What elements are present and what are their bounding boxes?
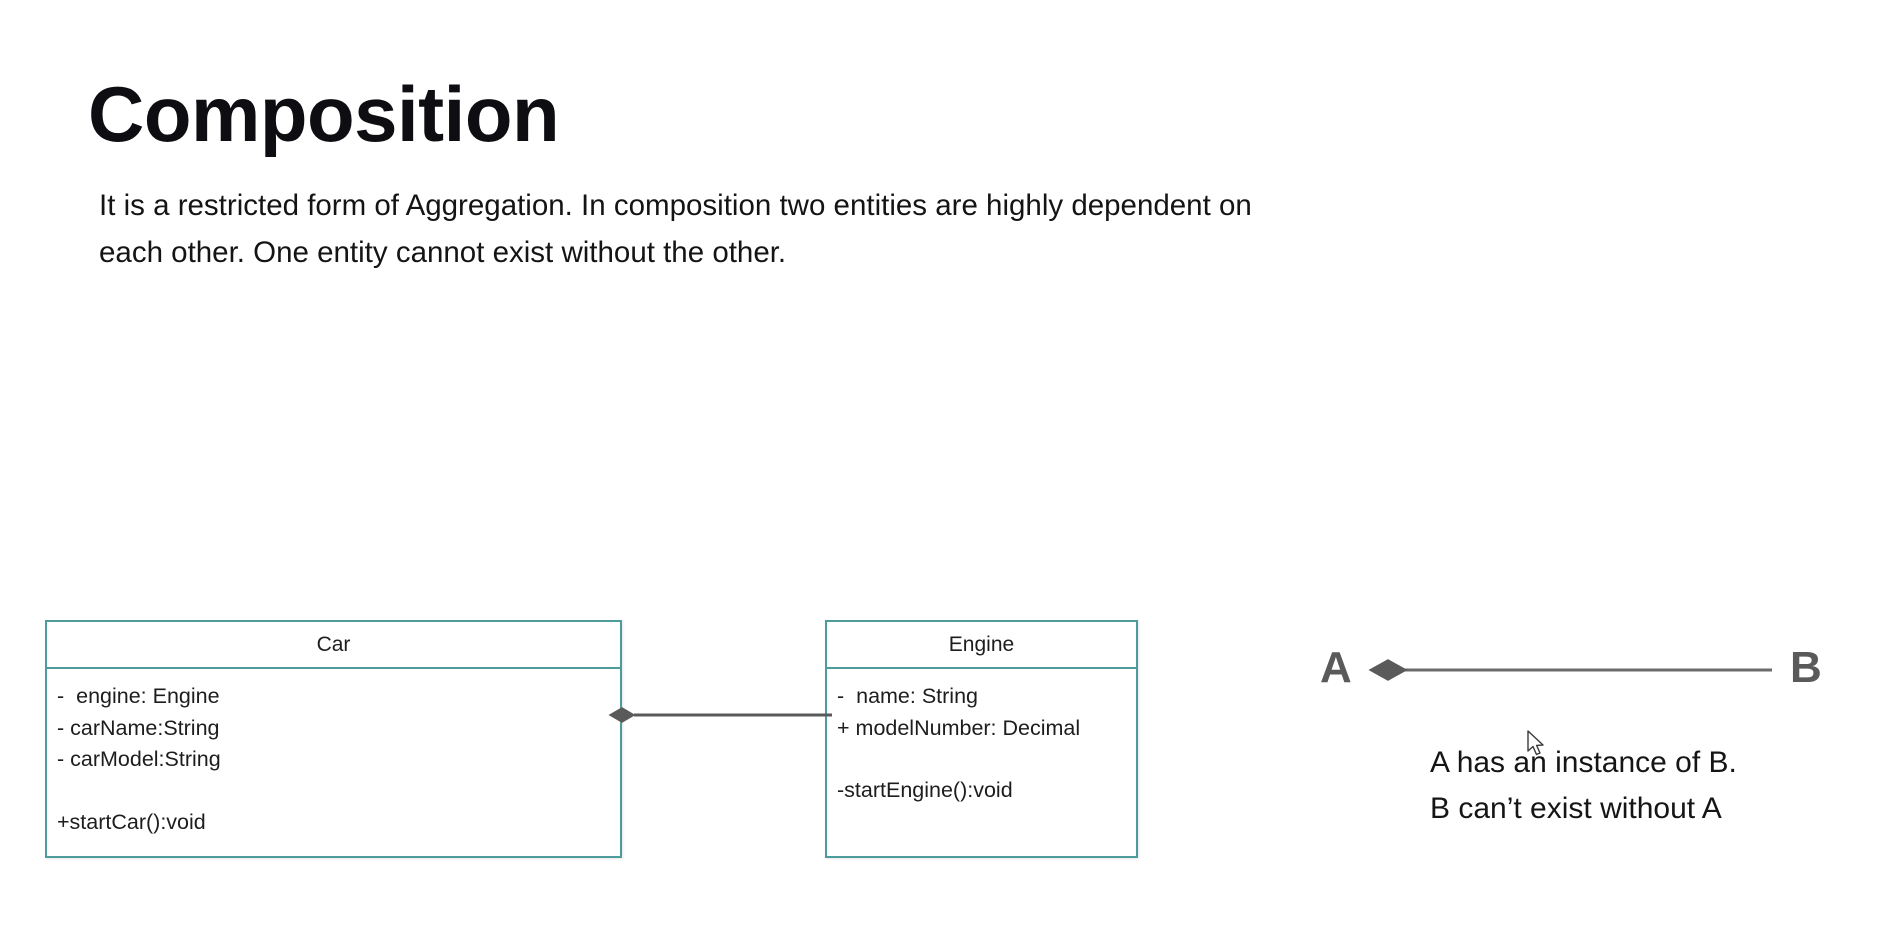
uml-member-spacer bbox=[837, 744, 1126, 775]
uml-member-spacer bbox=[57, 776, 610, 807]
filled-diamond-icon bbox=[608, 707, 636, 723]
page-title: Composition bbox=[88, 70, 560, 159]
uml-class-engine-members: - name: String + modelNumber: Decimal -s… bbox=[827, 669, 1136, 817]
uml-member: -startEngine():void bbox=[837, 778, 1013, 802]
uml-class-car-name: Car bbox=[47, 622, 620, 669]
uml-class-car-members: - engine: Engine - carName:String - carM… bbox=[47, 669, 620, 848]
uml-class-engine: Engine - name: String + modelNumber: Dec… bbox=[825, 620, 1138, 858]
uml-member: - carModel:String bbox=[57, 747, 221, 771]
filled-diamond-icon bbox=[1368, 659, 1408, 681]
legend-composition-line bbox=[1368, 659, 1772, 681]
legend-node-b: B bbox=[1790, 643, 1822, 692]
uml-class-car: Car - engine: Engine - carName:String - … bbox=[45, 620, 622, 858]
slide-body-paragraph: It is a restricted form of Aggregation. … bbox=[99, 182, 1559, 276]
legend-caption-line-1: A has an instance of B. bbox=[1430, 746, 1737, 779]
uml-member: - engine: Engine bbox=[57, 684, 220, 708]
uml-member: + modelNumber: Decimal bbox=[837, 715, 1081, 740]
legend-caption-line-2: B can’t exist without A bbox=[1430, 792, 1722, 825]
uml-member: +startCar():void bbox=[57, 809, 206, 834]
body-line-2: each other. One entity cannot exist with… bbox=[99, 236, 787, 269]
uml-class-engine-name: Engine bbox=[827, 622, 1136, 669]
composition-legend: A B bbox=[1320, 640, 1840, 710]
uml-member: - name: String bbox=[837, 684, 978, 708]
legend-node-a: A bbox=[1320, 643, 1352, 692]
composition-connector-line bbox=[608, 707, 832, 723]
legend-caption: A has an instance of B. B can’t exist wi… bbox=[1430, 740, 1850, 832]
body-line-1: It is a restricted form of Aggregation. … bbox=[99, 189, 1252, 222]
uml-member: - carName:String bbox=[57, 715, 220, 740]
